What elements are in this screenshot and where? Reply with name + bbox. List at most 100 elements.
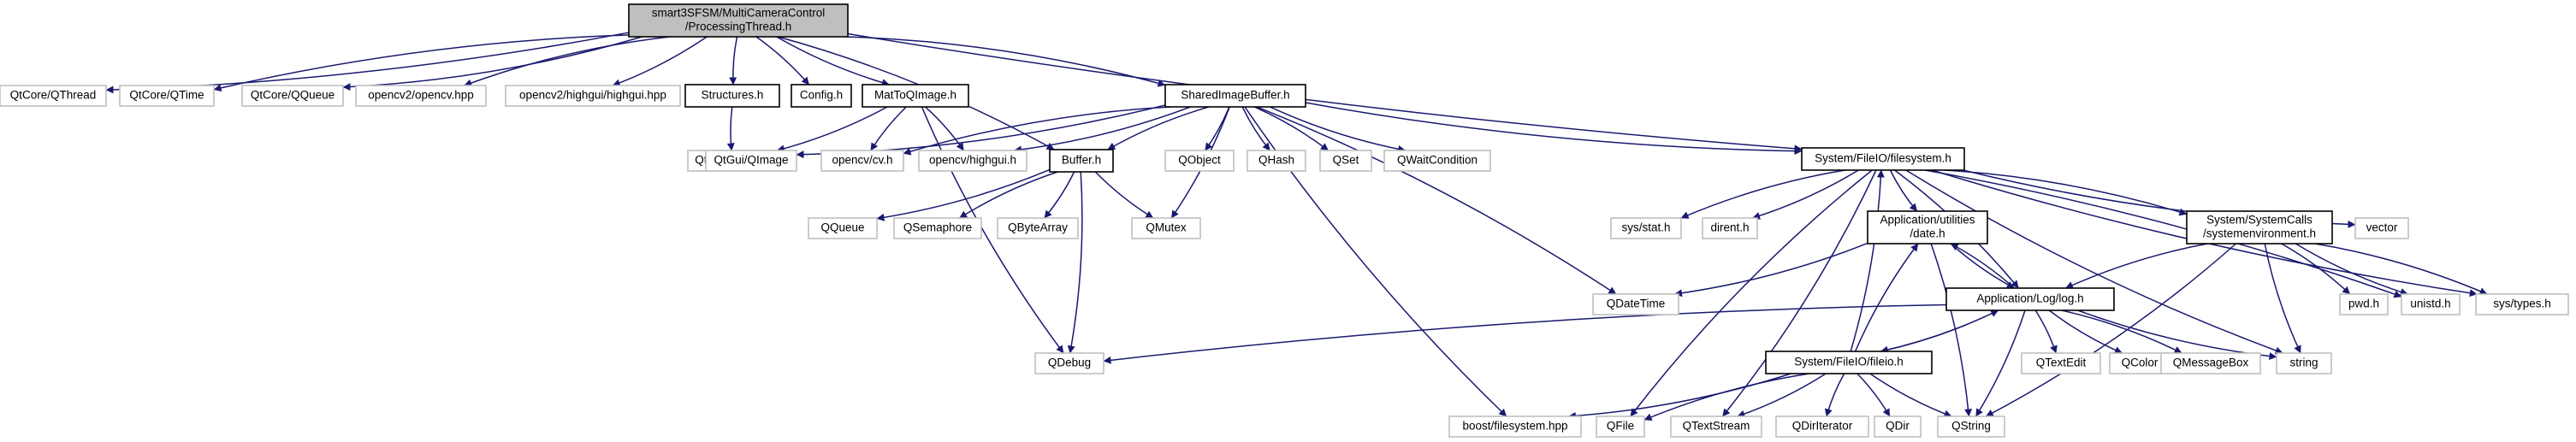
node-cv_h-label: opencv/cv.h xyxy=(832,154,892,167)
node-mattoqimage[interactable]: MatToQImage.h xyxy=(862,84,969,108)
node-highgui_h-box xyxy=(918,150,1027,172)
node-buffer[interactable]: Buffer.h xyxy=(1049,149,1114,173)
node-qmessagebox: QMessageBox xyxy=(2160,352,2261,374)
edge-processingthread-to-filesystem xyxy=(847,32,1803,153)
node-sys_types: sys/types.h xyxy=(2475,293,2569,315)
node-filesystem[interactable]: System/FileIO/filesystem.h xyxy=(1801,147,1965,171)
node-log-label: Application/Log/log.h xyxy=(1976,292,2083,305)
node-qwaitcondition-box xyxy=(1383,150,1491,172)
node-qsemaphore-box xyxy=(893,217,982,239)
node-structures-box xyxy=(684,84,780,108)
node-unistd-box xyxy=(2401,293,2461,315)
edge-filesystem-to-systemenvironment xyxy=(1944,169,2188,216)
edge-log-to-qmessagebox xyxy=(2061,309,2182,354)
node-qdiriterator: QDirIterator xyxy=(1775,415,1869,438)
node-boost_fs-box xyxy=(1448,415,1582,438)
node-qcolor-label: QColor xyxy=(2122,357,2159,369)
node-buffer-box xyxy=(1049,149,1114,173)
node-date-label: Application/utilities xyxy=(1880,214,1975,227)
node-mattoqimage-label: MatToQImage.h xyxy=(874,89,956,102)
node-qhash-box xyxy=(1247,150,1306,172)
edge-fileio-to-qfile xyxy=(1643,373,1809,421)
node-qqueue: QQueue xyxy=(808,217,878,239)
node-fileio-label: System/FileIO/fileio.h xyxy=(1794,356,1904,368)
edge-mattoqimage-to-qimage xyxy=(776,106,888,153)
node-sys_stat-box xyxy=(1610,217,1682,239)
node-qcolor-box xyxy=(2109,352,2170,374)
edge-sharedimagebuffer-to-cv_h xyxy=(903,106,1172,156)
edge-processingthread-to-qtime xyxy=(213,34,630,92)
node-qsemaphore: QSemaphore xyxy=(893,217,982,239)
node-processingthread-label: smart3SFSM/MultiCameraControl xyxy=(652,7,826,20)
edge-mattoqimage-to-highgui_h xyxy=(924,106,965,151)
node-qmessagebox-label: QMessageBox xyxy=(2173,357,2249,369)
node-qthread-label: QtCore/QThread xyxy=(10,89,97,102)
node-qdebug-box xyxy=(1034,352,1104,374)
node-qqueue-label: QQueue xyxy=(820,221,864,234)
node-vector-box xyxy=(2354,217,2409,239)
edge-systemenvironment-to-sys_types xyxy=(2314,243,2488,295)
node-qobject-box xyxy=(1164,150,1235,172)
node-structures[interactable]: Structures.h xyxy=(684,84,780,108)
node-qfile-box xyxy=(1596,415,1645,438)
node-fileio-box xyxy=(1765,351,1933,374)
node-date[interactable]: Application/utilities/date.h xyxy=(1867,210,1988,245)
edge-filesystem-to-qfile xyxy=(1630,169,1873,417)
node-systemenvironment-box xyxy=(2186,210,2333,245)
edge-filesystem-to-string xyxy=(1905,169,2283,355)
edge-filesystem-to-qtextstream xyxy=(1721,169,1877,417)
node-processingthread[interactable]: smart3SFSM/MultiCameraControl/Processing… xyxy=(628,3,849,38)
node-string-label: string xyxy=(2289,357,2318,369)
node-qqueue_core-label: QtCore/QQueue xyxy=(251,89,335,102)
node-qthread-box xyxy=(0,85,107,107)
node-qtextedit-label: QTextEdit xyxy=(2036,357,2087,369)
edge-fileio-to-qdiriterator xyxy=(1824,373,1845,417)
node-qset-label: QSet xyxy=(1333,154,1359,167)
node-highgui_hpp-box xyxy=(505,85,681,107)
edge-date-to-log xyxy=(1950,243,2015,289)
edge-processingthread-to-highgui_hpp xyxy=(612,36,708,87)
edge-sharedimagebuffer-to-qset xyxy=(1253,106,1329,151)
node-qtextstream-label: QTextStream xyxy=(1683,420,1750,433)
node-systemenvironment[interactable]: System/SystemCalls/systemenvironment.h xyxy=(2186,210,2333,245)
node-string: string xyxy=(2276,352,2332,374)
node-cv_h: opencv/cv.h xyxy=(820,150,904,172)
node-systemenvironment-label: System/SystemCalls xyxy=(2206,214,2312,227)
node-pwd: pwd.h xyxy=(2339,293,2389,315)
node-qstring-box xyxy=(1937,415,2005,438)
node-qmessagebox-box xyxy=(2160,352,2261,374)
node-config[interactable]: Config.h xyxy=(791,84,852,108)
node-qtime-label: QtCore/QTime xyxy=(129,89,204,102)
node-fileio[interactable]: System/FileIO/fileio.h xyxy=(1765,351,1933,374)
edge-systemenvironment-to-log xyxy=(2065,243,2208,289)
node-qtime: QtCore/QTime xyxy=(119,85,215,107)
edge-fileio-to-qtextstream xyxy=(1737,373,1827,418)
node-qbytearray-label: QByteArray xyxy=(1008,221,1068,234)
edge-fileio-to-filesystem xyxy=(1850,169,1885,352)
node-qdiriterator-box xyxy=(1775,415,1869,438)
edge-log-to-qdebug xyxy=(1103,304,1947,364)
edge-log-to-qcolor xyxy=(2048,309,2123,354)
node-log[interactable]: Application/Log/log.h xyxy=(1945,287,2115,311)
node-log-box xyxy=(1945,287,2115,311)
node-qmutex-box xyxy=(1131,217,1201,239)
node-qfile: QFile xyxy=(1596,415,1645,438)
node-qhash: QHash xyxy=(1247,150,1306,172)
edge-processingthread-to-config xyxy=(755,36,810,85)
node-qbytearray: QByteArray xyxy=(997,217,1079,239)
node-qmutex-label: QMutex xyxy=(1146,221,1187,234)
edge-sharedimagebuffer-to-qobject xyxy=(1205,106,1230,151)
edge-processingthread-to-qthread xyxy=(105,32,630,94)
node-sharedimagebuffer[interactable]: SharedImageBuffer.h xyxy=(1164,84,1306,108)
node-qset: QSet xyxy=(1319,150,1372,172)
node-qimage-box xyxy=(705,150,797,172)
node-sys_stat: sys/stat.h xyxy=(1610,217,1682,239)
node-vector-label: vector xyxy=(2366,221,2398,234)
node-sharedimagebuffer-label: SharedImageBuffer.h xyxy=(1181,89,1289,102)
node-config-box xyxy=(791,84,852,108)
node-qobject-label: QObject xyxy=(1178,154,1221,167)
node-buffer-label: Buffer.h xyxy=(1062,154,1101,167)
node-qset-box xyxy=(1319,150,1372,172)
node-opencv_hpp-box xyxy=(355,85,487,107)
